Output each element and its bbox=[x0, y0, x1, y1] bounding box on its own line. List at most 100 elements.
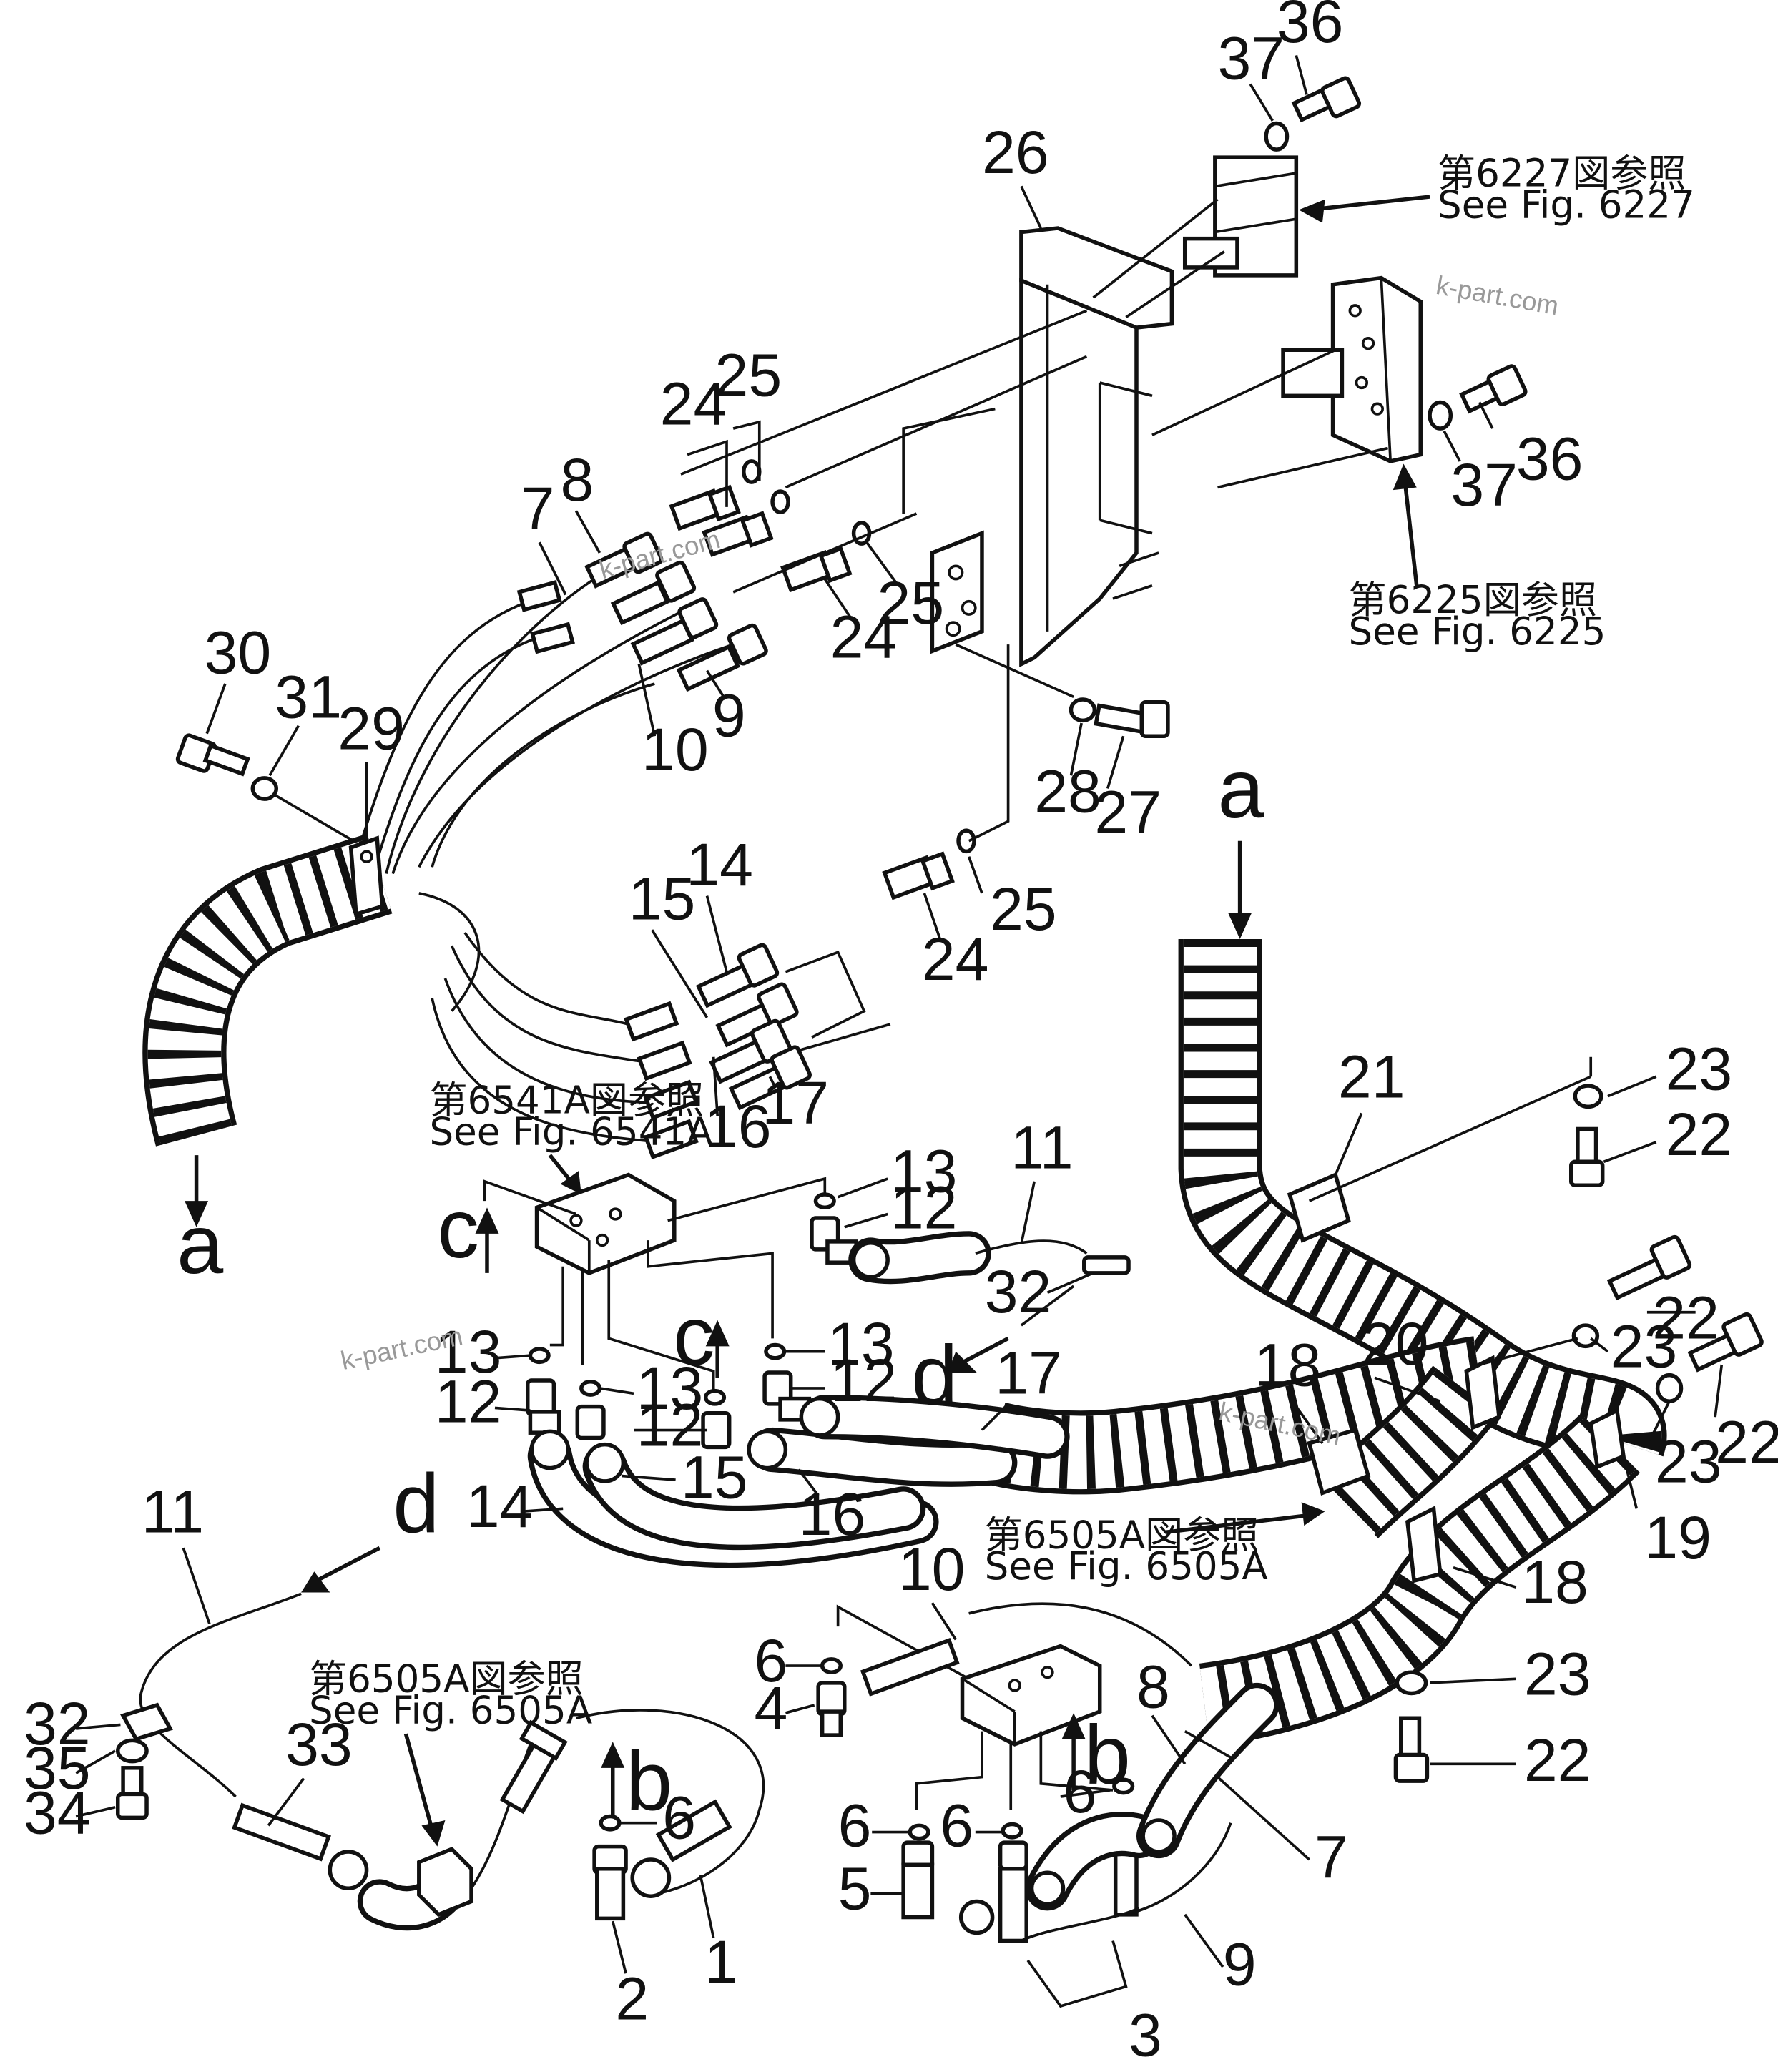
fitting-24-b bbox=[702, 511, 774, 557]
callout-20: 20 bbox=[1362, 1310, 1429, 1378]
marker-d-lower: d bbox=[393, 1456, 439, 1550]
callout-24: 24 bbox=[660, 370, 727, 438]
ref-6505a-lower-jp: 第6505A図参照 bbox=[309, 1657, 584, 1702]
callout-31: 31 bbox=[275, 664, 342, 731]
callout-8: 8 bbox=[1136, 1654, 1170, 1721]
callout-14: 14 bbox=[466, 1473, 534, 1540]
callout-22: 22 bbox=[1652, 1284, 1719, 1351]
valve-block-6227 bbox=[1092, 155, 1299, 319]
hose-7-end bbox=[610, 560, 697, 626]
bracket-26 bbox=[930, 226, 1174, 668]
callout-34: 34 bbox=[24, 1779, 91, 1846]
callout-9: 9 bbox=[1223, 1931, 1257, 1998]
callout-25: 25 bbox=[715, 341, 782, 408]
callout-23: 23 bbox=[1655, 1428, 1722, 1496]
callout-32: 32 bbox=[985, 1258, 1052, 1325]
callout-23: 23 bbox=[1524, 1640, 1591, 1707]
callout-10: 10 bbox=[898, 1536, 966, 1603]
hose-15-end bbox=[715, 982, 799, 1048]
callout-24: 24 bbox=[922, 925, 989, 993]
callout-5: 5 bbox=[838, 1855, 872, 1923]
callout-22: 22 bbox=[1666, 1101, 1733, 1168]
lower-left-assembly bbox=[116, 1592, 765, 1931]
marker-b-right: b bbox=[1084, 1708, 1131, 1802]
fitting-24-a bbox=[669, 484, 741, 531]
ref-6541a-jp: 第6541A図参照 bbox=[429, 1079, 704, 1123]
washer-37-top bbox=[1264, 121, 1290, 152]
figure-references: 第6227図参照 See Fig. 6227 第6225図参照 See Fig.… bbox=[309, 151, 1695, 1847]
callout-37: 37 bbox=[1450, 451, 1518, 519]
callout-11: 11 bbox=[1011, 1114, 1073, 1181]
callout-29: 29 bbox=[338, 695, 405, 762]
callout-4: 4 bbox=[754, 1674, 787, 1742]
callout-9: 9 bbox=[712, 682, 746, 749]
hose-14-end bbox=[695, 943, 780, 1008]
callout-1: 1 bbox=[704, 1928, 738, 1995]
washer-31 bbox=[250, 776, 279, 801]
callout-16: 16 bbox=[704, 1093, 772, 1160]
washer-28 bbox=[1069, 697, 1097, 723]
callout-12: 12 bbox=[830, 1347, 898, 1414]
callout-13: 13 bbox=[827, 1310, 895, 1378]
callout-6: 6 bbox=[662, 1784, 696, 1852]
o-ring-25-b bbox=[770, 489, 790, 514]
callout-23: 23 bbox=[1666, 1036, 1733, 1103]
o-ring-25-d bbox=[956, 828, 976, 854]
callout-30: 30 bbox=[205, 619, 272, 686]
callout-25: 25 bbox=[990, 875, 1057, 943]
callout-7: 7 bbox=[1315, 1824, 1348, 1891]
fitting-24-d bbox=[882, 851, 955, 900]
callout-25: 25 bbox=[878, 569, 945, 637]
callout-36: 36 bbox=[1516, 425, 1583, 492]
callout-11: 11 bbox=[142, 1478, 204, 1545]
lower-right-valve-block bbox=[816, 1602, 1280, 2008]
marker-d-mid: d bbox=[911, 1328, 958, 1422]
callout-15: 15 bbox=[681, 1444, 748, 1511]
elbows-12-orings-13 bbox=[525, 1192, 858, 1450]
callout-26: 26 bbox=[982, 119, 1049, 186]
callout-13: 13 bbox=[435, 1318, 502, 1385]
bolt-36-right bbox=[1459, 364, 1528, 414]
callout-36: 36 bbox=[1277, 0, 1344, 55]
washer-37-right bbox=[1428, 400, 1453, 431]
callout-17: 17 bbox=[995, 1339, 1062, 1406]
callout-35: 35 bbox=[24, 1734, 91, 1802]
bolt-36-top bbox=[1291, 76, 1362, 123]
callout-18: 18 bbox=[1254, 1331, 1322, 1398]
marker-a-top: a bbox=[1217, 742, 1264, 835]
callout-18: 18 bbox=[1521, 1548, 1588, 1616]
hose-8-end bbox=[584, 531, 664, 589]
callout-32: 32 bbox=[24, 1690, 91, 1757]
callout-leaders bbox=[75, 54, 1724, 1974]
letter-markers: a a c c d d b b bbox=[177, 742, 1264, 1828]
bolt-27 bbox=[1094, 699, 1170, 739]
callout-19: 19 bbox=[1644, 1504, 1711, 1571]
ref-6505a-lower-en: See Fig. 6505A bbox=[309, 1689, 592, 1733]
callout-labels: 36 37 26 25 24 8 7 36 37 25 24 30 31 29 … bbox=[24, 0, 1778, 2069]
ref-6227-jp: 第6227図参照 bbox=[1438, 151, 1686, 195]
callout-33: 33 bbox=[285, 1711, 353, 1778]
callout-13: 13 bbox=[637, 1355, 704, 1422]
ref-6225-en: See Fig. 6225 bbox=[1349, 609, 1606, 654]
callout-16: 16 bbox=[799, 1481, 866, 1548]
marker-c-left: c bbox=[437, 1182, 479, 1275]
callout-24: 24 bbox=[830, 603, 898, 670]
callout-8: 8 bbox=[561, 446, 594, 514]
ref-6225-jp: 第6225図参照 bbox=[1349, 578, 1597, 622]
hose-11-upper bbox=[848, 1231, 1131, 1327]
callout-23: 23 bbox=[1611, 1313, 1678, 1380]
ref-6505a-upper-jp: 第6505A図参照 bbox=[985, 1513, 1259, 1557]
hoses-14-15-16-17-lower bbox=[527, 1395, 1070, 1568]
ref-6541a-en: See Fig. 6541A bbox=[429, 1109, 712, 1154]
hose-17-end bbox=[728, 1045, 812, 1111]
ref-6227-en: See Fig. 6227 bbox=[1438, 182, 1695, 227]
callout-12: 12 bbox=[435, 1368, 502, 1435]
spiral-bundle-right bbox=[985, 939, 1667, 1747]
callout-13: 13 bbox=[890, 1137, 958, 1204]
callout-22: 22 bbox=[1715, 1408, 1778, 1476]
callout-21: 21 bbox=[1338, 1044, 1405, 1111]
fitting-24-c bbox=[780, 546, 853, 593]
marker-b-left: b bbox=[626, 1734, 672, 1827]
valve-block-6541a bbox=[483, 1172, 827, 1391]
callout-12: 12 bbox=[890, 1174, 958, 1242]
